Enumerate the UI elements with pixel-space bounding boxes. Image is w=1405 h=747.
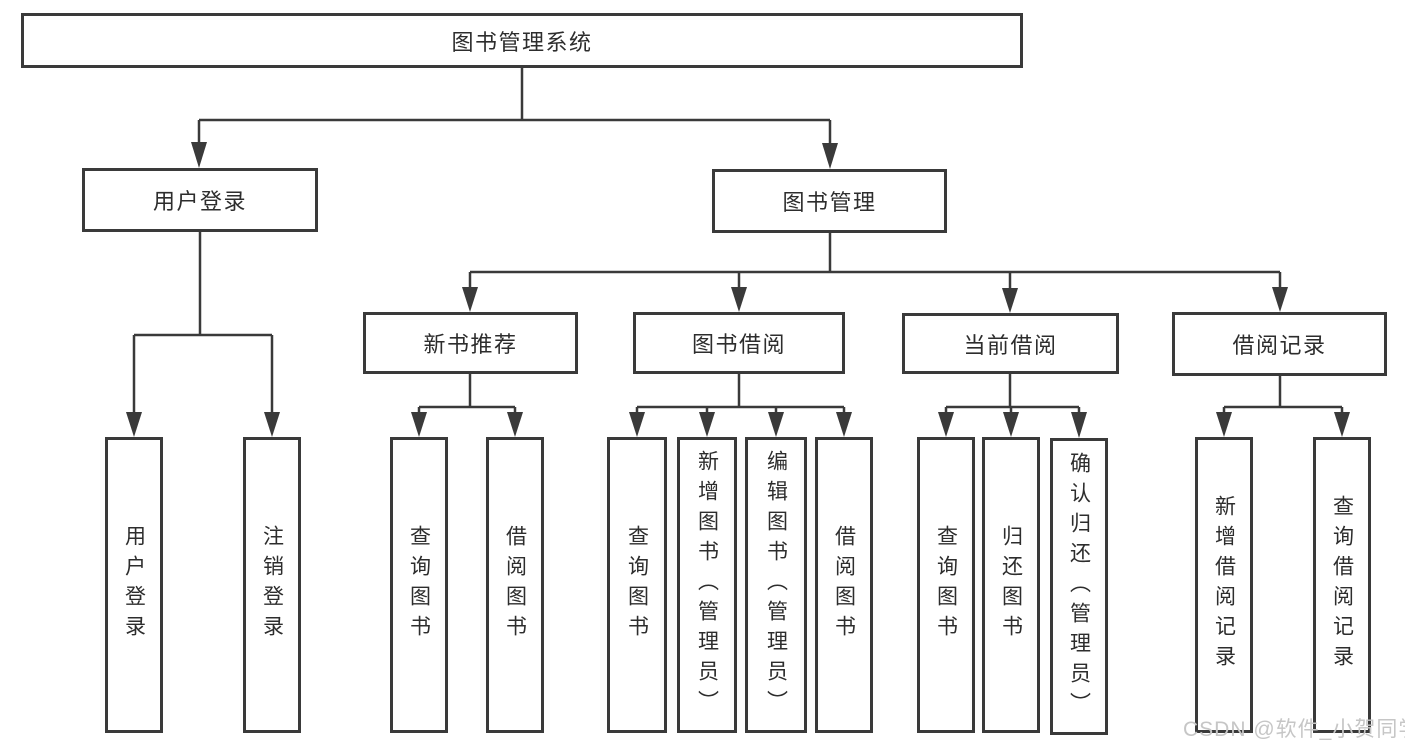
- connector-root: [197, 67, 832, 146]
- node-new-book-recommendation: 新书推荐: [363, 312, 578, 374]
- arrowhead-borrow-borrow-books: [836, 412, 852, 437]
- leaf-current-return-books: 归还图书: [982, 437, 1040, 733]
- leaf-records-query-record: 查询借阅记录: [1313, 437, 1371, 733]
- leaf-current-return-books-label: 归还图书: [999, 525, 1023, 645]
- leaf-borrow-edit-books-admin: 编辑图书（管理员）: [745, 437, 807, 733]
- leaf-borrow-borrow-books-label: 借阅图书: [832, 525, 856, 645]
- connector-book-management: [468, 233, 1282, 290]
- arrowhead-borrowing-records: [1272, 287, 1288, 312]
- arrowhead-records-add-record: [1216, 412, 1232, 437]
- leaf-current-confirm-return-admin: 确认归还（管理员）: [1050, 438, 1108, 735]
- leaf-borrow-query-books-label: 查询图书: [625, 525, 649, 645]
- leaf-current-query-books: 查询图书: [917, 437, 975, 733]
- leaf-logout-login-label: 注销登录: [260, 525, 284, 645]
- leaf-borrow-borrow-books: 借阅图书: [815, 437, 873, 733]
- node-current-borrowing: 当前借阅: [902, 313, 1119, 374]
- arrowhead-book-management: [822, 143, 838, 169]
- arrowhead-book-borrowing: [731, 287, 747, 312]
- arrowhead-current-return-books: [1003, 412, 1019, 437]
- leaf-borrow-edit-books-admin-label: 编辑图书（管理员）: [764, 450, 788, 720]
- leaf-current-confirm-return-admin-label: 确认归还（管理员）: [1067, 451, 1091, 722]
- leaf-records-add-record: 新增借阅记录: [1195, 437, 1253, 733]
- leaf-borrow-query-books: 查询图书: [607, 437, 667, 733]
- node-book-management-label: 图书管理: [782, 190, 877, 215]
- arrowhead-rec-query-books: [411, 412, 427, 437]
- node-borrowing-records-label: 借阅记录: [1232, 333, 1327, 358]
- leaf-logout-login: 注销登录: [243, 437, 301, 733]
- connector-new-book-recommendation: [417, 374, 517, 414]
- node-library-system: 图书管理系统: [21, 13, 1023, 68]
- arrowhead-borrow-add-books: [699, 412, 715, 437]
- connector-borrowing-records: [1222, 376, 1344, 414]
- leaf-records-add-record-label: 新增借阅记录: [1212, 495, 1236, 675]
- node-new-book-recommendation-label: 新书推荐: [423, 332, 518, 357]
- leaf-current-query-books-label: 查询图书: [934, 525, 958, 645]
- leaf-user-login: 用户登录: [105, 437, 163, 733]
- arrowhead-leaf-user-login: [126, 412, 142, 437]
- node-book-borrowing: 图书借阅: [633, 312, 845, 374]
- arrowhead-user-login: [191, 142, 207, 168]
- node-borrowing-records: 借阅记录: [1172, 312, 1387, 376]
- arrowhead-rec-borrow-books: [507, 412, 523, 437]
- node-current-borrowing-label: 当前借阅: [963, 332, 1058, 358]
- arrowhead-new-book-recommendation: [462, 287, 478, 312]
- node-user-login: 用户登录: [82, 168, 318, 232]
- leaf-rec-query-books-label: 查询图书: [407, 525, 431, 645]
- leaf-borrow-add-books-admin-label: 新增图书（管理员）: [695, 450, 719, 720]
- connector-book-borrowing: [635, 374, 846, 414]
- leaf-records-query-record-label: 查询借阅记录: [1330, 495, 1354, 675]
- arrowhead-leaf-logout: [264, 412, 280, 437]
- arrowhead-current-query-books: [938, 412, 954, 437]
- node-library-system-label: 图书管理系统: [451, 29, 593, 55]
- arrowhead-records-query-record: [1334, 412, 1350, 437]
- leaf-rec-borrow-books: 借阅图书: [486, 437, 544, 733]
- arrowhead-current-confirm-return: [1071, 412, 1087, 438]
- node-book-management: 图书管理: [712, 169, 947, 233]
- leaf-rec-query-books: 查询图书: [390, 437, 448, 733]
- leaf-rec-borrow-books-label: 借阅图书: [503, 525, 527, 645]
- leaf-user-login-label: 用户登录: [122, 525, 146, 645]
- connector-user-login: [132, 232, 274, 414]
- arrowhead-current-borrowing: [1002, 288, 1018, 313]
- node-book-borrowing-label: 图书借阅: [691, 332, 786, 357]
- leaf-borrow-add-books-admin: 新增图书（管理员）: [677, 437, 737, 733]
- connector-current-borrowing: [944, 374, 1081, 414]
- arrowhead-borrow-query-books: [629, 412, 645, 437]
- arrowhead-borrow-edit-books: [768, 412, 784, 437]
- node-user-login-label: 用户登录: [152, 189, 247, 214]
